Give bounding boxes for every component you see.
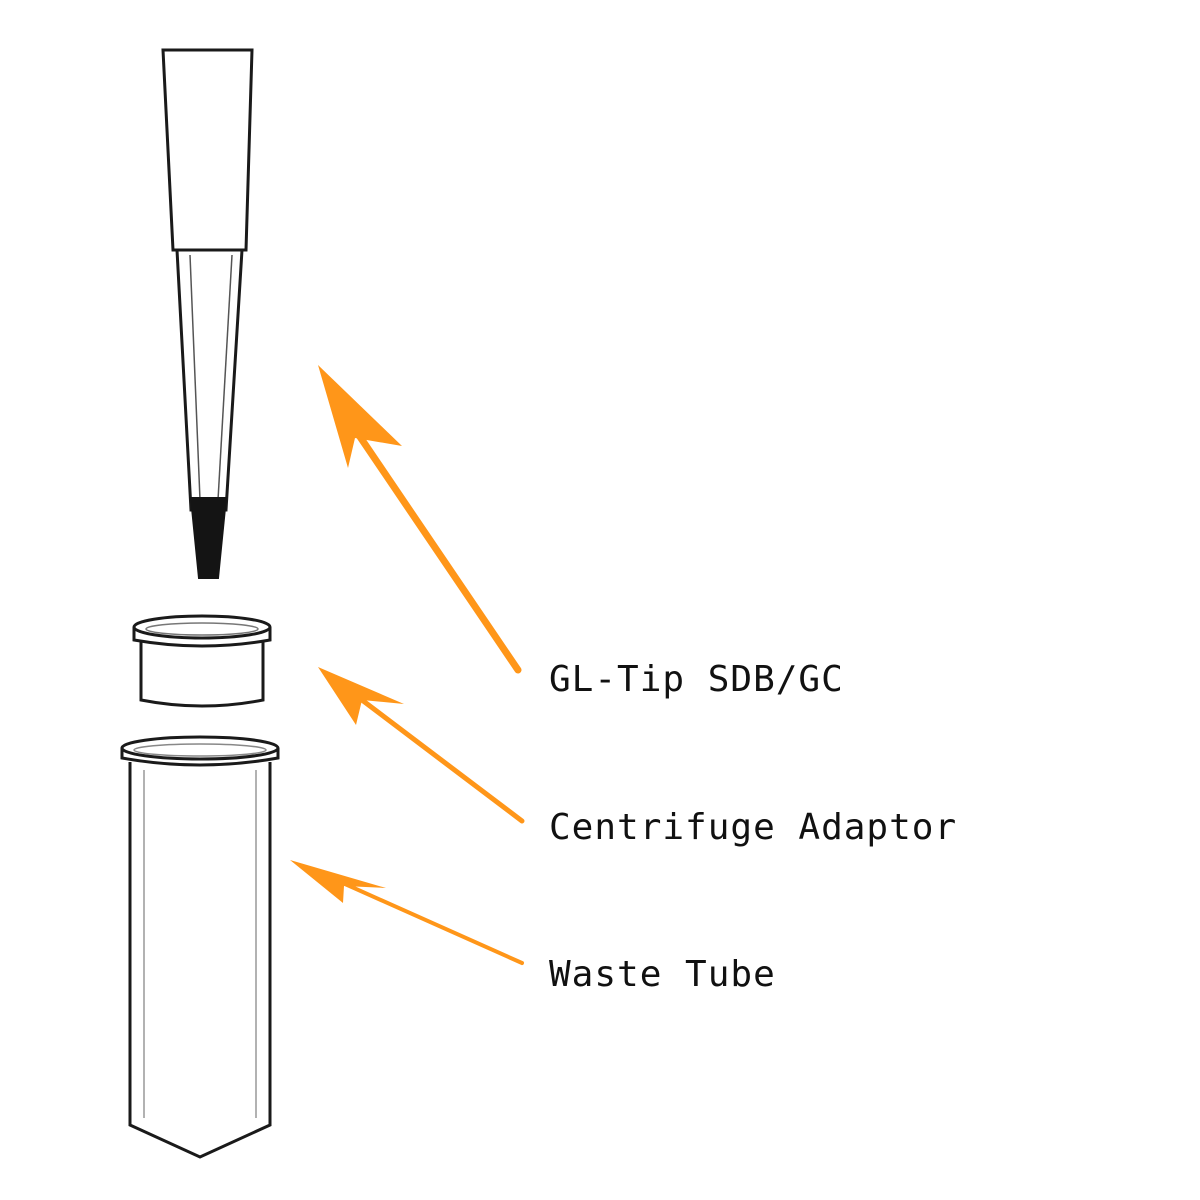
- arrow-to-centrifuge-adaptor: [318, 667, 525, 824]
- arrow-to-waste-tube: [290, 860, 524, 965]
- arrow-to-gl-tip: [318, 365, 522, 674]
- waste-tube-body: [128, 762, 272, 1159]
- gl-tip: [161, 48, 254, 579]
- waste-tube: [120, 735, 280, 1159]
- gl-tip-label: GL-Tip SDB/GC: [549, 659, 844, 700]
- waste-tube-label: Waste Tube: [549, 954, 776, 995]
- gl-tip-packing: [189, 497, 228, 579]
- gl-tip-lower-body: [175, 248, 244, 512]
- centrifuge-adaptor-label: Centrifuge Adaptor: [549, 807, 958, 848]
- centrifuge-adaptor: [132, 614, 272, 708]
- gl-tip-upper-body: [161, 48, 254, 252]
- centrifuge-adaptor-body: [139, 642, 265, 708]
